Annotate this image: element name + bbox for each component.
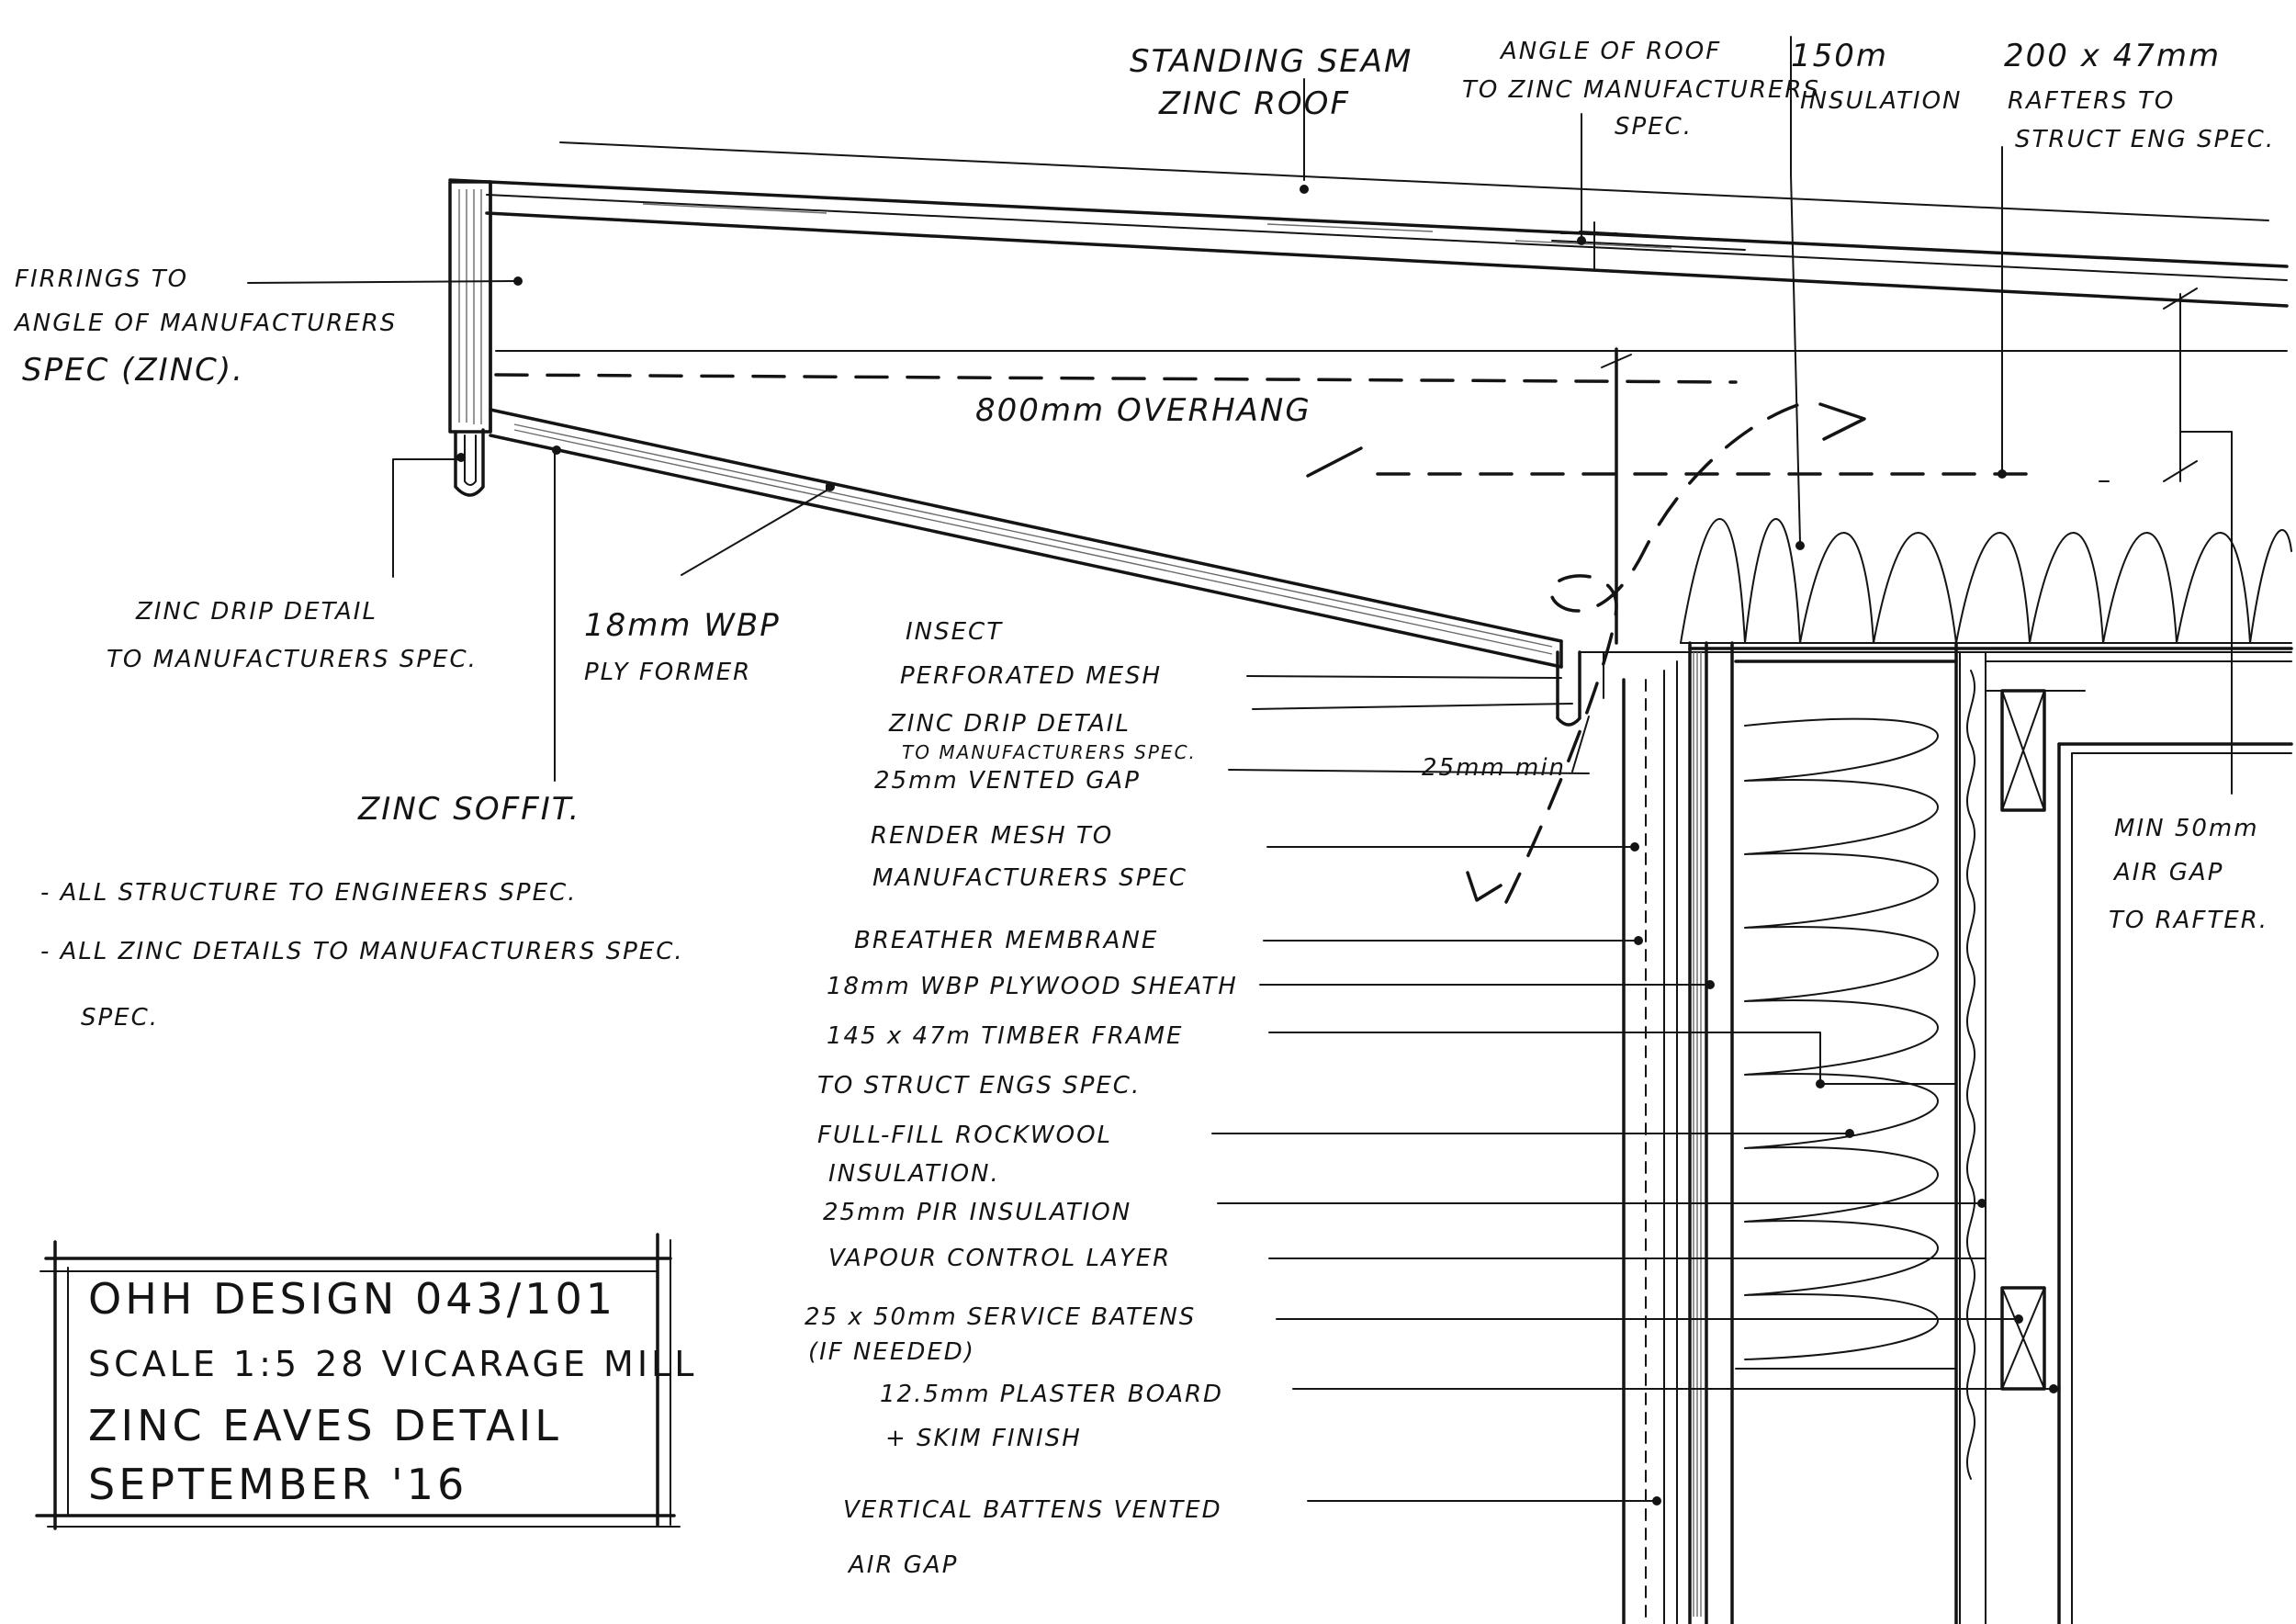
label-150-line1: 150m <box>1791 38 1888 74</box>
title-block: OHH DESIGN 043/101 SCALE 1:5 28 VICARAGE… <box>35 1233 697 1530</box>
label-air-gap-line3: TO RAFTER. <box>2109 907 2268 934</box>
callout-vertical-line1: VERTICAL BATTENS VENTED <box>843 1496 1222 1524</box>
label-overhang: 800mm OVERHANG <box>975 392 1311 429</box>
title-line-2: SCALE 1:5 28 VICARAGE MILL <box>88 1344 697 1384</box>
label-soffit: ZINC SOFFIT. <box>357 791 580 828</box>
label-standing-seam-line2: ZINC ROOF <box>1158 85 1350 122</box>
callout-battens-line2: (IF NEEDED) <box>808 1338 975 1366</box>
label-angle-line1: ANGLE OF ROOF <box>1499 38 1721 65</box>
label-firrings: FIRRINGS TO ANGLE OF MANUFACTURERS SPEC … <box>13 265 397 389</box>
callout-frame-line1: 145 x 47m TIMBER FRAME <box>827 1022 1183 1050</box>
callout-plywood: 18mm WBP PLYWOOD SHEATH <box>827 973 1238 1000</box>
title-line-3: ZINC EAVES DETAIL <box>88 1401 562 1450</box>
soffit-former <box>489 408 1563 643</box>
rockwool-fill <box>1744 717 1939 1360</box>
label-air-gap-line1: MIN 50mm <box>2114 815 2259 842</box>
label-standing-seam: STANDING SEAM ZINC ROOF <box>1130 43 1412 122</box>
callout-pir: 25mm PIR INSULATION <box>823 1199 1131 1226</box>
label-standing-seam-line1: STANDING SEAM <box>1130 43 1412 80</box>
callout-frame-line2: TO STRUCT ENGS SPEC. <box>817 1072 1141 1100</box>
vent-airflow <box>1466 347 1866 904</box>
callout-insect-line2: PERFORATED MESH <box>900 662 1162 690</box>
label-25mm-min: 25mm min <box>1422 754 1566 782</box>
label-rafters-line2: RAFTERS TO <box>2008 87 2175 115</box>
rafter-dimension <box>2099 288 2233 795</box>
note-zinc-cont: SPEC. <box>81 1004 159 1032</box>
fascia-drip <box>454 428 485 497</box>
roof-insulation <box>1680 518 2292 653</box>
callout-plaster-line2: + SKIM FINISH <box>885 1425 1082 1452</box>
label-drip-left-line2: TO MANUFACTURERS SPEC. <box>107 646 478 673</box>
leader-lines <box>247 36 2058 1506</box>
callout-plaster-line1: 12.5mm PLASTER BOARD <box>880 1381 1223 1408</box>
label-150-line2: INSULATION <box>1800 87 1963 115</box>
wall-callouts: INSECT PERFORATED MESH ZINC DRIP DETAIL … <box>805 618 1238 1579</box>
callout-vcl: VAPOUR CONTROL LAYER <box>828 1245 1171 1272</box>
callout-rockwool-line1: FULL-FILL ROCKWOOL <box>817 1122 1112 1149</box>
label-ply-line1: 18mm WBP <box>584 607 781 644</box>
callout-rockwool-line2: INSULATION. <box>828 1160 1000 1188</box>
label-air-gap-line2: AIR GAP <box>2112 859 2223 886</box>
label-ply-former: 18mm WBP PLY FORMER <box>584 607 781 686</box>
callout-render-line2: MANUFACTURERS SPEC <box>872 864 1187 892</box>
label-firrings-line1: FIRRINGS TO <box>15 265 188 293</box>
title-line-1: OHH DESIGN 043/101 <box>88 1274 616 1324</box>
callout-breather: BREATHER MEMBRANE <box>854 927 1158 954</box>
general-notes: - ALL STRUCTURE TO ENGINEERS SPEC. - ALL… <box>40 879 684 1032</box>
label-rafters-line1: 200 x 47mm <box>2004 38 2221 74</box>
label-angle-line3: SPEC. <box>1615 113 1693 141</box>
label-air-gap-rafter: MIN 50mm AIR GAP TO RAFTER. <box>2109 815 2268 934</box>
label-angle-line2: TO ZINC MANUFACTURERS <box>1462 76 1820 104</box>
note-structure: - ALL STRUCTURE TO ENGINEERS SPEC. <box>40 879 577 907</box>
label-rafters-line3: STRUCT ENG SPEC. <box>2015 126 2275 153</box>
note-zinc: - ALL ZINC DETAILS TO MANUFACTURERS SPEC… <box>40 938 684 965</box>
callout-vertical-line2: AIR GAP <box>847 1551 958 1579</box>
callout-insect-line1: INSECT <box>906 618 1003 646</box>
label-angle-of-roof: ANGLE OF ROOF TO ZINC MANUFACTURERS SPEC… <box>1462 38 1820 141</box>
callout-render-line1: RENDER MESH TO <box>871 822 1113 850</box>
label-drip-left: ZINC DRIP DETAIL TO MANUFACTURERS SPEC. <box>107 598 478 673</box>
wallhead-drip <box>1556 650 1581 727</box>
label-firrings-line2: ANGLE OF MANUFACTURERS <box>13 310 397 337</box>
title-line-4: SEPTEMBER '16 <box>88 1460 467 1509</box>
label-rafters: 200 x 47mm RAFTERS TO STRUCT ENG SPEC. <box>2004 38 2275 153</box>
label-150-insulation: 150m INSULATION <box>1791 38 1963 115</box>
label-ply-line2: PLY FORMER <box>584 659 751 686</box>
callout-vented-gap: 25mm VENTED GAP <box>874 767 1141 795</box>
label-drip-left-line1: ZINC DRIP DETAIL <box>135 598 377 626</box>
callout-battens-line1: 25 x 50mm SERVICE BATENS <box>805 1303 1196 1331</box>
fascia-block <box>448 180 492 434</box>
label-firrings-line3: SPEC (ZINC). <box>22 352 244 389</box>
callout-drip-line1: ZINC DRIP DETAIL <box>888 710 1131 738</box>
callout-drip-line2: TO MANUFACTURERS SPEC. <box>902 741 1197 763</box>
